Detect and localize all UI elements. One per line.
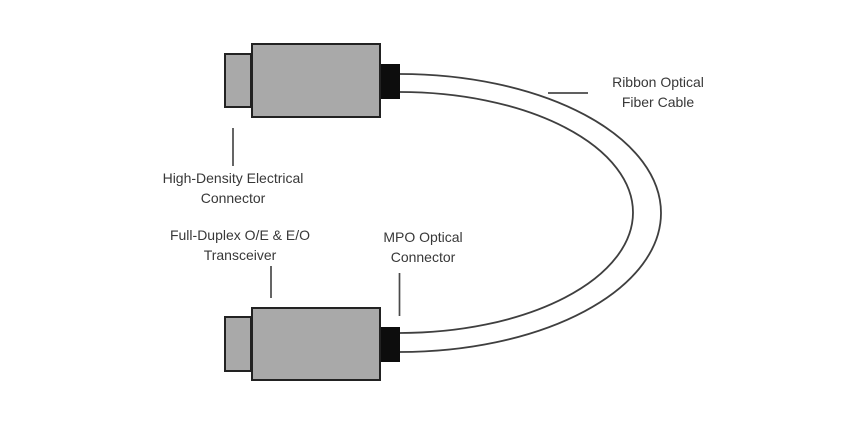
bottom-transceiver-body [251,307,381,381]
ribbon-cable-fill [400,74,661,352]
label-line-2: Connector [200,190,266,206]
top-transceiver-body [251,43,381,118]
bottom-mpo-optical-connector [379,327,400,362]
label-line-1: Full-Duplex O/E & E/O [169,227,311,243]
ribbon-optical-fiber-cable-label: Ribbon Optical Fiber Cable [578,72,738,112]
bottom-electrical-connector-plug [224,316,252,372]
top-mpo-optical-connector [379,64,400,99]
top-electrical-connector-plug [224,53,252,108]
label-line-1: Ribbon Optical [612,74,704,90]
full-duplex-transceiver-label: Full-Duplex O/E & E/O Transceiver [130,225,350,265]
mpo-optical-connector-label: MPO Optical Connector [343,227,503,267]
ribbon-cable-outer-edge [399,73,662,353]
label-line-1: High-Density Electrical [162,170,304,186]
label-line-1: MPO Optical [383,229,463,245]
label-line-2: Fiber Cable [621,94,695,110]
ribbon-cable-inner-edge [399,91,634,334]
label-line-2: Connector [390,249,456,265]
label-line-2: Transceiver [203,247,277,263]
high-density-electrical-connector-label: High-Density Electrical Connector [123,168,343,208]
